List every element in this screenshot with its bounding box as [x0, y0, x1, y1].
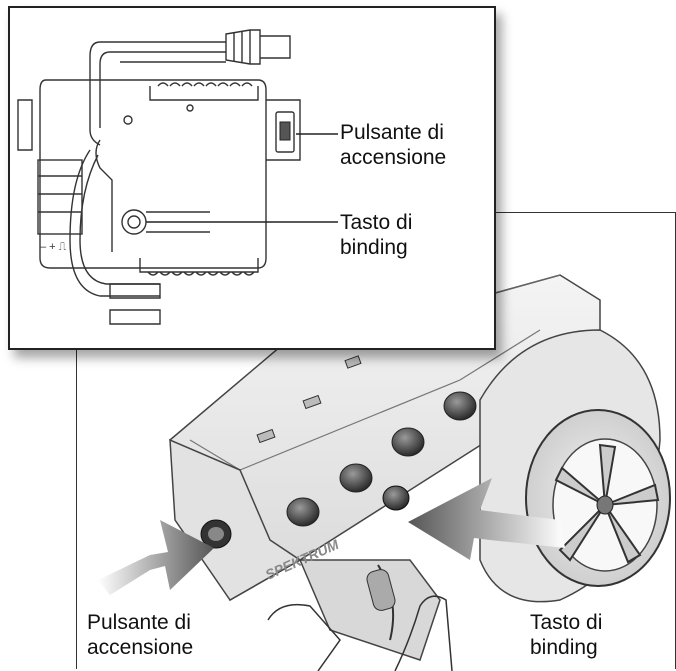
knob-4 [443, 391, 477, 421]
trim-switch-3 [344, 355, 362, 369]
label-line: Pulsante di [87, 611, 191, 634]
label-line: binding [340, 236, 408, 259]
label-line: accensione [87, 636, 194, 659]
receiver-connector [225, 29, 261, 65]
pin-markings: – + ⎍ [40, 241, 67, 253]
receiver-body [39, 79, 267, 269]
label-line: Tasto di [340, 211, 413, 234]
power-switch-arrow [98, 520, 214, 595]
receiver-switch-housing [266, 99, 301, 161]
trigger [366, 569, 396, 611]
trim-switch-1 [256, 428, 276, 444]
knob-1 [286, 497, 320, 527]
hand-outline [267, 603, 341, 671]
receiver-power-switch-label: Pulsante di accensione [340, 120, 446, 170]
transmitter-bind-button-label: Tasto di binding [530, 610, 602, 660]
knob-3 [391, 427, 425, 457]
bind-button-arrow [408, 478, 565, 560]
label-line: Tasto di [530, 611, 603, 634]
receiver-power-switch [279, 121, 291, 141]
label-line: binding [530, 636, 598, 659]
receiver-pin-header [37, 159, 83, 235]
trim-switch-2 [302, 394, 322, 410]
receiver-bind-button [121, 209, 147, 235]
transmitter-bind-button [382, 485, 410, 511]
receiver-bind-button-label: Tasto di binding [340, 210, 412, 260]
knob-2 [339, 463, 373, 493]
label-line: Pulsante di [340, 121, 444, 144]
transmitter-power-switch-label: Pulsante di accensione [87, 610, 193, 660]
label-line: accensione [340, 146, 447, 169]
